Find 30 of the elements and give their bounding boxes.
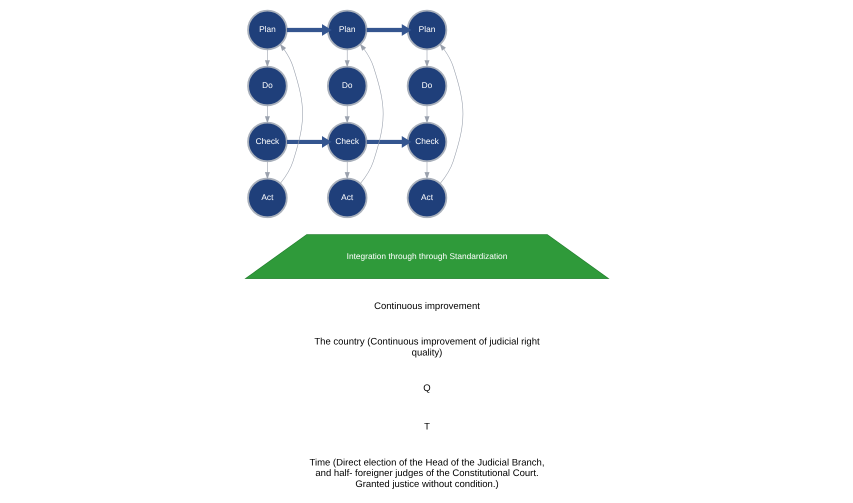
node-circle: Act (246, 178, 288, 218)
arrow (279, 44, 302, 184)
arrow (366, 136, 411, 148)
label: Q (422, 383, 430, 394)
arrow (264, 49, 270, 68)
arrow (424, 105, 429, 124)
arrow (344, 105, 350, 124)
label: The country (Continuous improvement of judicial right quality) (314, 336, 540, 358)
arrow (366, 24, 411, 36)
arrow (264, 105, 270, 124)
label: T (424, 422, 430, 433)
node-circle: Check (246, 122, 288, 162)
node-circle: Check (406, 122, 447, 162)
arrow (359, 44, 383, 184)
arrow (424, 49, 429, 68)
arrow (344, 161, 350, 180)
label: Continuous improvement (374, 300, 480, 312)
node-circle: Do (326, 66, 367, 106)
node-circle: Check (326, 122, 367, 162)
arrow (344, 49, 350, 68)
node-circle: Act (406, 178, 447, 218)
node-circle: Do (406, 66, 447, 106)
arrow (286, 24, 332, 36)
node-circle: Act (326, 178, 367, 218)
arrow (424, 161, 429, 180)
arrow (264, 161, 270, 180)
arrow (439, 44, 463, 184)
node-circle: Do (246, 66, 288, 106)
label: Time (Direct election of the Head of the Judicial Branch, and half- foreigner judges of the Constitutional Court. Granted justice without condition.) (308, 457, 544, 490)
arrow (286, 136, 332, 148)
